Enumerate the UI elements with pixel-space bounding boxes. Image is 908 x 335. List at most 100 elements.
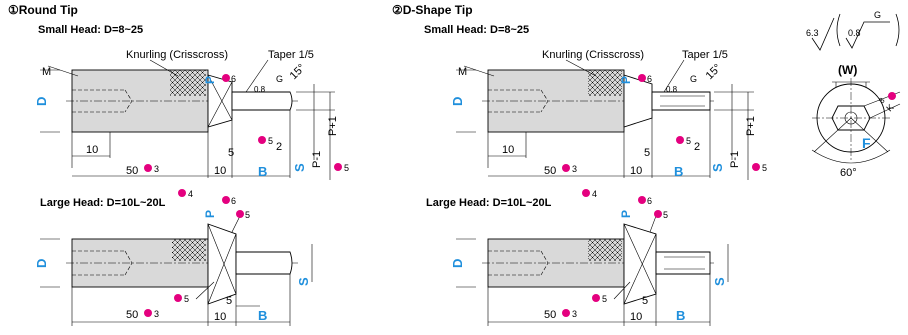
k-marker-label: 8: [877, 96, 887, 106]
roughness-symbol-inner: [845, 21, 890, 49]
knurling-label: Knurling (Crisscross): [542, 49, 644, 61]
marker-3-label: 3: [572, 164, 577, 174]
end-view-angle-label: 60°: [840, 167, 857, 179]
m-label: M: [458, 66, 467, 78]
d-label: D: [34, 97, 49, 106]
marker-icon: [638, 74, 646, 82]
roughness-label: 0.8: [254, 85, 266, 94]
marker-icon: [144, 164, 152, 172]
five-label: 5: [226, 295, 232, 307]
w-label: (W): [838, 63, 857, 77]
roughness-label: 0.8: [666, 85, 678, 94]
two-label: 2: [694, 141, 700, 153]
p-minus-label: P-1: [311, 151, 323, 168]
roughness-symbol: [811, 17, 835, 51]
ten-label: 10: [630, 311, 642, 323]
round-tip-small-head-title: Small Head: D=8~25: [38, 24, 143, 36]
end-view-g-label: G: [874, 10, 881, 20]
ten-label: 10: [502, 144, 514, 156]
ten-label-2: 10: [214, 165, 226, 177]
marker-5-label: 5: [762, 163, 767, 173]
marker-4-label: 4: [188, 189, 193, 199]
marker-icon: [592, 294, 600, 302]
b-label: B: [258, 308, 267, 323]
knurling-area: [588, 70, 622, 96]
p-label: P: [619, 210, 633, 218]
marker-5-label: 5: [184, 294, 189, 304]
d-shape-tip-small-head-drawing: Knurling (Crisscross) Taper 1/5 M D P 6 …: [450, 49, 767, 180]
marker-icon: [562, 164, 570, 172]
d-label: D: [34, 259, 49, 268]
round-tip-large-head-title: Large Head: D=10L~20L: [40, 197, 166, 209]
b-label: B: [258, 164, 267, 179]
angle-label: 15°: [704, 62, 724, 82]
marker-6-label: 6: [231, 74, 236, 84]
d-label: D: [450, 97, 465, 106]
round-tip-header: ①Round Tip: [8, 3, 78, 17]
roughness-main-label: 6.3: [806, 28, 819, 38]
marker-icon: [178, 189, 186, 197]
k-label: K: [884, 102, 895, 113]
marker-6-label: 6: [647, 74, 652, 84]
marker-5-label: 5: [686, 136, 691, 146]
ten-label: 10: [86, 144, 98, 156]
marker-icon: [222, 74, 230, 82]
bracket-close: [895, 13, 900, 47]
taper-label: Taper 1/5: [682, 49, 728, 61]
g-label: G: [276, 74, 283, 84]
marker-icon: [582, 189, 590, 197]
d-shape-tip-header: ②D-Shape Tip: [392, 3, 473, 17]
round-tip-pin: [235, 251, 293, 275]
s-label: S: [296, 277, 311, 286]
marker-icon: [562, 309, 570, 317]
marker-3-label: 3: [154, 164, 159, 174]
p-label: P: [203, 76, 217, 84]
s-label: S: [710, 163, 725, 172]
marker-6-label: 6: [647, 196, 652, 206]
two-label: 2: [276, 141, 282, 153]
m-label: M: [42, 66, 51, 78]
knurling-area: [170, 70, 206, 96]
ten-label-2: 10: [630, 165, 642, 177]
roughness-inner-label: 0.8: [848, 28, 861, 38]
fifty-label: 50: [126, 165, 138, 177]
b-label: B: [676, 308, 685, 323]
ten-label: 10: [214, 311, 226, 323]
marker-icon: [222, 196, 230, 204]
marker-3-label: 3: [572, 309, 577, 319]
five-label: 5: [644, 147, 650, 159]
fifty-label: 50: [544, 165, 556, 177]
section-round-tip: ①Round Tip Small Head: D=8~25: [8, 3, 349, 326]
marker-icon: [752, 163, 760, 171]
s-label: S: [292, 163, 307, 172]
d-shape-tip-large-head-title: Large Head: D=10L~20L: [426, 197, 552, 209]
round-tip-large-head-drawing: D P 6 5 5 S 50 3 5 10 B: [34, 196, 313, 326]
marker-icon: [144, 309, 152, 317]
marker-4-label: 4: [592, 189, 597, 199]
round-tip-pin: [231, 91, 293, 111]
s-label: S: [712, 277, 727, 286]
marker-5-label: 5: [663, 210, 668, 220]
f-label: F: [862, 135, 871, 151]
taper-label: Taper 1/5: [268, 49, 314, 61]
fifty-label: 50: [126, 309, 138, 321]
marker-5-label: 5: [268, 136, 273, 146]
fifty-label: 50: [544, 309, 556, 321]
d-shape-tip-large-head-drawing: D P 6 5 5 S 50 3 5 10 B: [450, 196, 729, 326]
angle-arc: [811, 149, 891, 164]
five-label: 5: [642, 295, 648, 307]
tip-head: [623, 223, 657, 305]
p-minus-label: P-1: [729, 151, 741, 168]
p-plus-label: P+1: [327, 116, 339, 136]
bracket-open: [836, 13, 841, 47]
g-label: G: [690, 74, 697, 84]
round-tip-small-head-drawing: Knurling (Crisscross) Taper 1/5 M D P 6 …: [34, 49, 349, 180]
marker-5-label: 5: [602, 294, 607, 304]
marker-icon: [676, 136, 684, 144]
knurling-area: [588, 239, 622, 261]
knurling-label: Knurling (Crisscross): [126, 49, 228, 61]
marker-icon: [174, 294, 182, 302]
d-shape-tip-small-head-title: Small Head: D=8~25: [424, 24, 529, 36]
p-label: P: [203, 210, 217, 218]
